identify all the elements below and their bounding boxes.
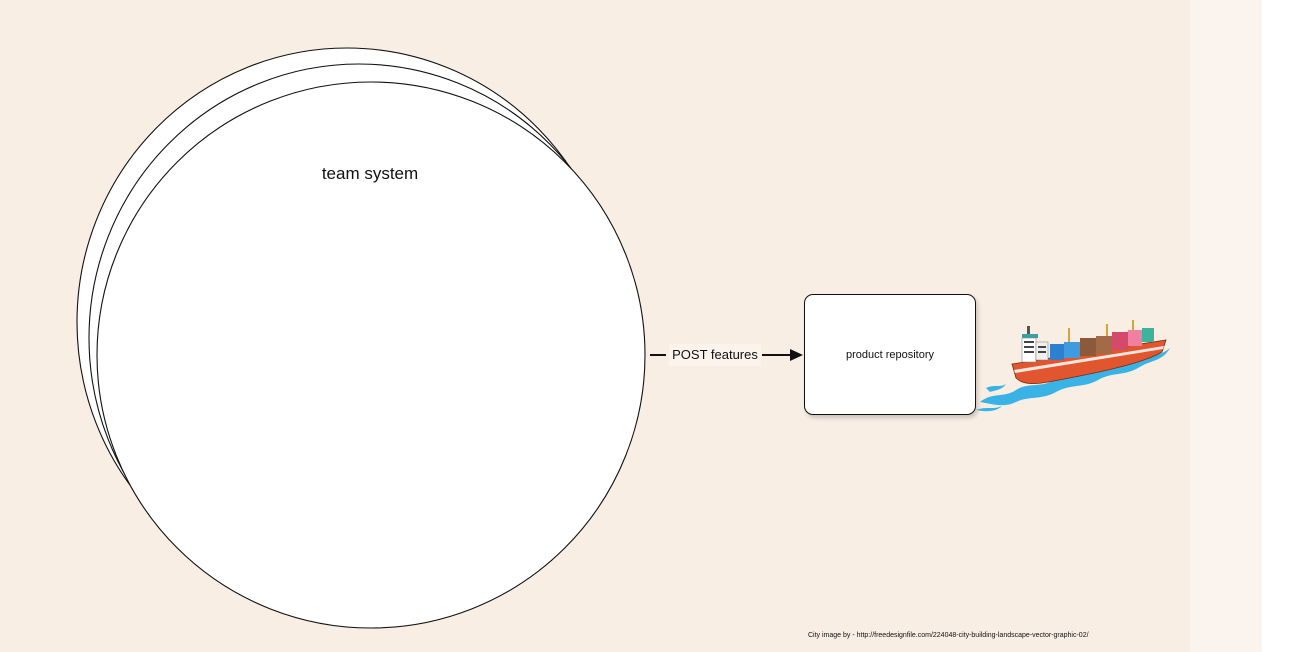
ship-bridge — [1021, 326, 1049, 363]
ship-hull-stripe — [1014, 346, 1164, 373]
edge-label-post-features: POST features — [669, 344, 761, 366]
team-system-circles — [76, 47, 803, 629]
image-credit: City image by - http://freedesignfile.co… — [808, 632, 1089, 639]
team-system-label: team system — [321, 164, 419, 183]
container-ship-icon — [976, 320, 1170, 412]
side-panel — [1190, 0, 1262, 652]
ship-hull — [1011, 339, 1167, 385]
team-system-circle-front — [96, 81, 646, 629]
ship-containers — [1050, 320, 1154, 360]
product-repository-label: product repository — [845, 348, 935, 361]
arrow-head — [790, 349, 803, 361]
product-repository-node: product repository — [804, 294, 976, 415]
slide-canvas: team system POST features product reposi… — [0, 0, 1190, 652]
